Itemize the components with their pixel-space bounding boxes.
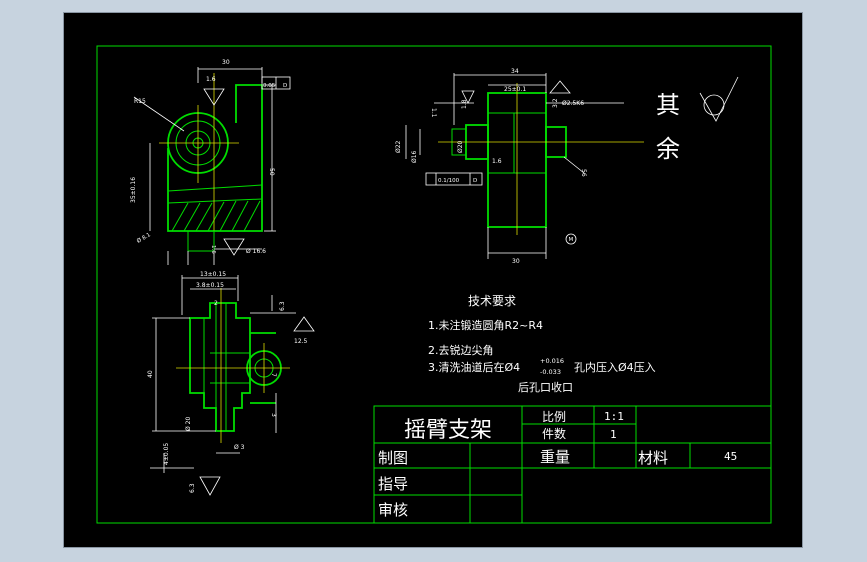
surface-value-2: 1.6 bbox=[210, 245, 216, 254]
dim-width-25: 25±0.1 bbox=[504, 86, 526, 93]
dim-top-width: 30 bbox=[222, 59, 230, 66]
count-label: 件数 bbox=[542, 426, 566, 441]
scale-value: 1:1 bbox=[604, 410, 624, 423]
dim-dia-8: Ø 8.1 bbox=[136, 231, 152, 244]
dim-small-16: 1.6 bbox=[492, 158, 502, 165]
scale-label: 比例 bbox=[542, 410, 566, 424]
body-outline bbox=[167, 84, 263, 232]
dim-height-40: 40 bbox=[147, 370, 154, 378]
leader-callout: Ø2.5K6 bbox=[562, 100, 584, 107]
tolerance-value: 0.05 bbox=[263, 83, 276, 89]
remaining-finish-label-2: 余 bbox=[656, 135, 680, 163]
requirement-3a: 3.清洗油道后在Ø4 bbox=[428, 360, 520, 374]
remaining-finish-label-1: 其 bbox=[656, 91, 680, 119]
requirement-tol-upper: +0.016 bbox=[540, 357, 564, 365]
datum-letter: M bbox=[569, 237, 574, 243]
dim-small-3: 3 bbox=[270, 413, 277, 417]
dim-small-2: 2 bbox=[214, 300, 218, 307]
requirement-4: 后孔口收口 bbox=[518, 380, 573, 394]
cad-viewport[interactable]: 30 1.6 0.05 D R15 50 35±0.16 Ø 8.1 1.6 Ø… bbox=[63, 12, 803, 548]
surface-value-6: 6.3 bbox=[279, 301, 286, 311]
surface-value-r3: 3.2 bbox=[552, 98, 559, 108]
dim-dia-22: Ø22 bbox=[395, 140, 402, 153]
weight-label: 重量 bbox=[540, 448, 570, 466]
dim-width-13: 13±0.15 bbox=[200, 271, 226, 278]
drawing-canvas: 30 1.6 0.05 D R15 50 35±0.16 Ø 8.1 1.6 Ø… bbox=[96, 45, 772, 524]
dim-offset: 4±0.05 bbox=[163, 443, 170, 465]
front-view bbox=[133, 67, 291, 265]
material-value: 45 bbox=[724, 450, 737, 463]
drawn-label: 制图 bbox=[378, 449, 408, 467]
dim-small-18: 1.8 bbox=[461, 99, 468, 109]
dim-height-50: 50 bbox=[268, 168, 275, 176]
dim-bottom-30: 30 bbox=[512, 258, 520, 265]
surface-value-56: 56 bbox=[580, 169, 587, 177]
review-label: 审核 bbox=[378, 501, 408, 519]
surface-value-1: 1.6 bbox=[206, 76, 216, 83]
dim-dia-20: Ø 20 bbox=[185, 417, 192, 431]
dim-radius: R15 bbox=[134, 98, 146, 105]
dim-width-3: 3.8±0.15 bbox=[196, 282, 224, 289]
requirement-3b: 孔内压入Ø4压入 bbox=[574, 360, 656, 374]
part-name: 摇臂支架 bbox=[404, 418, 492, 443]
requirement-2: 2.去锐边尖角 bbox=[428, 343, 494, 357]
requirements-title: 技术要求 bbox=[468, 294, 516, 308]
dim-small-7: 7 bbox=[270, 373, 277, 377]
dim-dia-16b: Ø16 bbox=[411, 150, 418, 163]
section-view bbox=[405, 73, 644, 259]
finish-check-icon bbox=[699, 76, 739, 122]
title-block bbox=[373, 405, 772, 524]
datum-circle bbox=[565, 233, 577, 245]
surface-finish-symbol bbox=[203, 88, 225, 106]
flatness-datum: D bbox=[473, 178, 477, 184]
material-label: 材料 bbox=[638, 449, 668, 467]
guide-label: 指导 bbox=[378, 475, 408, 493]
requirement-tol-lower: -0.033 bbox=[540, 368, 561, 376]
tolerance-datum: D bbox=[283, 83, 287, 89]
flatness-frame bbox=[425, 172, 483, 186]
dim-dia-16: Ø 16.6 bbox=[246, 248, 266, 255]
dim-small-11: 1.1 bbox=[430, 108, 437, 118]
side-body-outline bbox=[189, 302, 251, 432]
side-view bbox=[150, 275, 315, 496]
dim-dia-20b: Ø20 bbox=[457, 140, 464, 153]
dim-width-34: 34 bbox=[511, 68, 519, 75]
dim-dia-3: Ø 3 bbox=[234, 444, 245, 451]
count-value: 1 bbox=[610, 428, 617, 441]
flatness-value: 0.1/100 bbox=[438, 178, 460, 184]
surface-value-3: 6.3 bbox=[189, 483, 196, 493]
surface-value-12: 12.5 bbox=[294, 338, 308, 345]
dim-height-35: 35±0.16 bbox=[130, 177, 137, 203]
requirement-1: 1.未注锻造圆角R2~R4 bbox=[428, 318, 543, 332]
